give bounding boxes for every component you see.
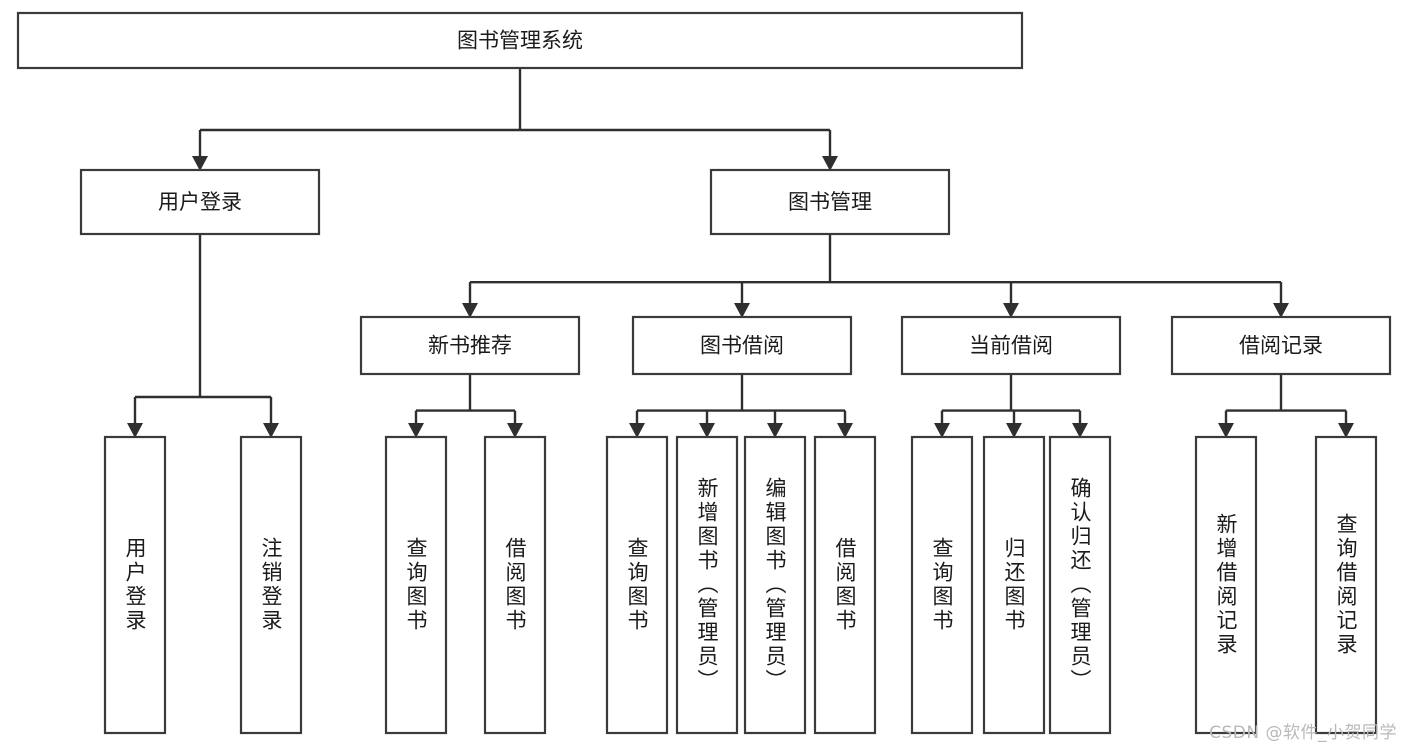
connector-group-root [192,68,838,171]
connector-group-new-book-rec [408,374,523,438]
node-label: 新书推荐 [428,334,512,358]
arrow-head-icon [1006,423,1022,438]
node-layer: 图书管理系统用户登录图书管理新书推荐图书借阅当前借阅借阅记录用户登录注销登录查询… [16,11,1392,735]
node-label: 借阅图书 [503,537,527,633]
arrow-head-icon [837,423,853,438]
node-label: 新增图书（管理员） [695,477,719,693]
node-box [1170,315,1392,376]
node-box [743,435,807,735]
node-box [605,435,669,735]
arrow-head-icon [263,423,279,438]
node-label: 注销登录 [259,537,283,633]
arrow-head-icon [767,423,783,438]
node-label: 确认归还（管理员） [1068,477,1092,693]
csdn-watermark: CSDN @软件_小贺同学 [1209,723,1397,743]
arrow-head-icon [462,303,478,318]
connector-group-user-login [127,234,279,438]
connector-group-book-borrow [629,374,853,438]
node-leaf-query-book-3[interactable]: 查询图书 [910,435,974,735]
arrow-head-icon [822,156,838,171]
node-leaf-query-book-2[interactable]: 查询图书 [605,435,669,735]
node-borrow-record[interactable]: 借阅记录 [1170,315,1392,376]
node-box [982,435,1046,735]
node-box [631,315,853,376]
node-user-login[interactable]: 用户登录 [79,168,321,236]
node-box [1314,435,1378,735]
node-box [483,435,547,735]
node-box [910,435,974,735]
node-label: 归还图书 [1002,537,1026,633]
node-label: 用户登录 [158,190,242,214]
node-current-borrow[interactable]: 当前借阅 [900,315,1122,376]
node-box [813,435,877,735]
node-leaf-user-login[interactable]: 用户登录 [103,435,167,735]
node-label: 查询图书 [625,537,649,633]
node-label: 借阅图书 [833,537,857,633]
arrow-head-icon [1003,303,1019,318]
node-box [79,168,321,236]
node-label: 查询图书 [930,537,954,633]
node-box [16,11,1024,70]
connector-layer [127,68,1354,438]
node-label: 图书借阅 [700,334,784,358]
connector-group-book-manage [462,234,1289,318]
node-book-borrow[interactable]: 图书借阅 [631,315,853,376]
arrow-head-icon [1338,423,1354,438]
node-box [103,435,167,735]
arrow-head-icon [699,423,715,438]
node-leaf-query-record[interactable]: 查询借阅记录 [1314,435,1378,735]
connector-group-current-borrow [934,374,1088,438]
node-leaf-logout[interactable]: 注销登录 [239,435,303,735]
node-box [239,435,303,735]
node-book-manage[interactable]: 图书管理 [709,168,951,236]
node-box [384,435,448,735]
arrow-head-icon [507,423,523,438]
arrow-head-icon [408,423,424,438]
arrow-head-icon [1072,423,1088,438]
connector-group-borrow-record [1218,374,1354,438]
node-box [900,315,1122,376]
node-label: 当前借阅 [969,334,1053,358]
node-box [1194,435,1258,735]
arrow-head-icon [1218,423,1234,438]
node-label: 用户登录 [123,537,147,633]
arrow-head-icon [629,423,645,438]
node-box [675,435,739,735]
node-label: 借阅记录 [1239,334,1323,358]
arrow-head-icon [734,303,750,318]
node-label: 图书管理 [788,190,872,214]
node-leaf-edit-book[interactable]: 编辑图书（管理员） [743,435,807,735]
node-root[interactable]: 图书管理系统 [16,11,1024,70]
node-leaf-borrow-book-1[interactable]: 借阅图书 [483,435,547,735]
node-box [709,168,951,236]
node-leaf-add-record[interactable]: 新增借阅记录 [1194,435,1258,735]
node-box [359,315,581,376]
node-new-book-rec[interactable]: 新书推荐 [359,315,581,376]
node-leaf-confirm-return[interactable]: 确认归还（管理员） [1048,435,1112,735]
node-label: 查询图书 [404,537,428,633]
node-box [1048,435,1112,735]
node-label: 编辑图书（管理员） [763,477,787,693]
arrow-head-icon [127,423,143,438]
node-leaf-return-book[interactable]: 归还图书 [982,435,1046,735]
node-label: 图书管理系统 [457,29,583,53]
node-label: 新增借阅记录 [1214,513,1238,657]
arrow-head-icon [1273,303,1289,318]
arrow-head-icon [934,423,950,438]
node-leaf-add-book[interactable]: 新增图书（管理员） [675,435,739,735]
arrow-head-icon [192,156,208,171]
node-leaf-borrow-book-2[interactable]: 借阅图书 [813,435,877,735]
node-label: 查询借阅记录 [1334,513,1358,657]
node-leaf-query-book-1[interactable]: 查询图书 [384,435,448,735]
